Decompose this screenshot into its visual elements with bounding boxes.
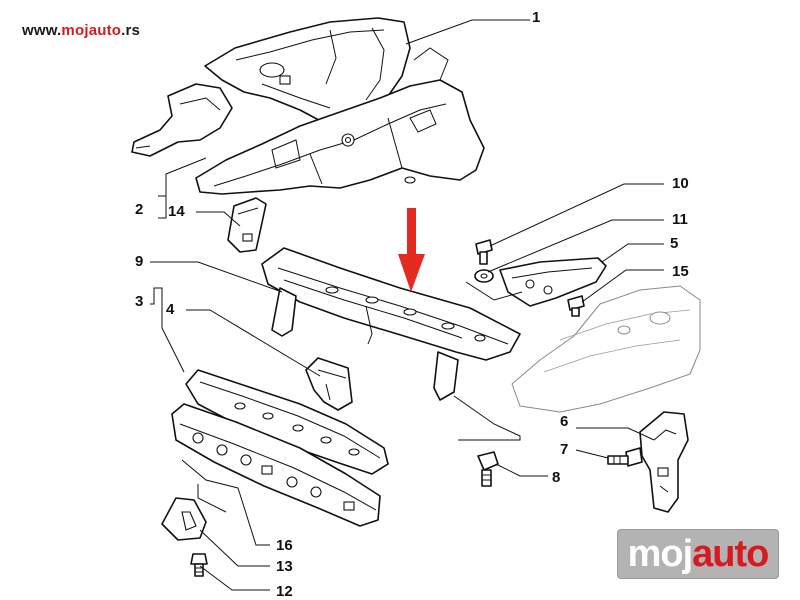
part-4-mount-bracket <box>305 357 353 411</box>
callout-6: 6 <box>560 413 568 430</box>
callout-10: 10 <box>672 175 689 192</box>
callout-2: 2 <box>135 201 143 218</box>
leader-lines <box>150 19 664 591</box>
callout-7: 7 <box>560 441 568 458</box>
part-8-bolt <box>477 451 499 487</box>
callout-16: 16 <box>276 537 293 554</box>
callout-14: 14 <box>168 203 185 220</box>
url-accent: mojauto <box>61 22 122 39</box>
part-15-bolt <box>567 295 585 317</box>
callout-1: 1 <box>532 9 540 26</box>
background-structure <box>511 285 701 413</box>
part-5-side-bracket <box>499 257 607 307</box>
callout-3: 3 <box>135 293 143 310</box>
logo-accent: auto <box>692 533 769 575</box>
callout-9: 9 <box>135 253 143 270</box>
part-16-reinforcement <box>171 403 381 527</box>
callout-11: 11 <box>672 211 688 228</box>
url-prefix: www. <box>22 22 62 39</box>
callout-4: 4 <box>166 301 175 318</box>
part-9-upper-crossmember <box>261 247 521 401</box>
part-13-small-mount <box>161 497 207 541</box>
callout-12: 12 <box>276 583 293 600</box>
callout-5: 5 <box>670 235 678 252</box>
part-2-cross-member <box>195 47 485 195</box>
part-12-bolt <box>190 553 208 577</box>
callout-8: 8 <box>552 469 560 486</box>
part-6-support-bracket <box>639 411 689 513</box>
part-1-floor-panel <box>131 17 411 157</box>
website-url[interactable]: www.mojauto.rs <box>22 22 140 39</box>
part-11-washer <box>474 269 494 283</box>
url-suffix: .rs <box>121 22 141 39</box>
part-10-bolt <box>475 239 493 265</box>
callout-15: 15 <box>672 263 689 280</box>
part-14-bracket <box>227 197 267 253</box>
callout-13: 13 <box>276 558 293 575</box>
logo-prefix: moj <box>627 533 694 575</box>
red-arrow-icon <box>398 208 425 292</box>
part-7-bolt <box>607 447 643 467</box>
callout-labels: 1 2 3 4 5 6 7 8 9 10 11 12 13 14 15 16 <box>135 9 689 600</box>
